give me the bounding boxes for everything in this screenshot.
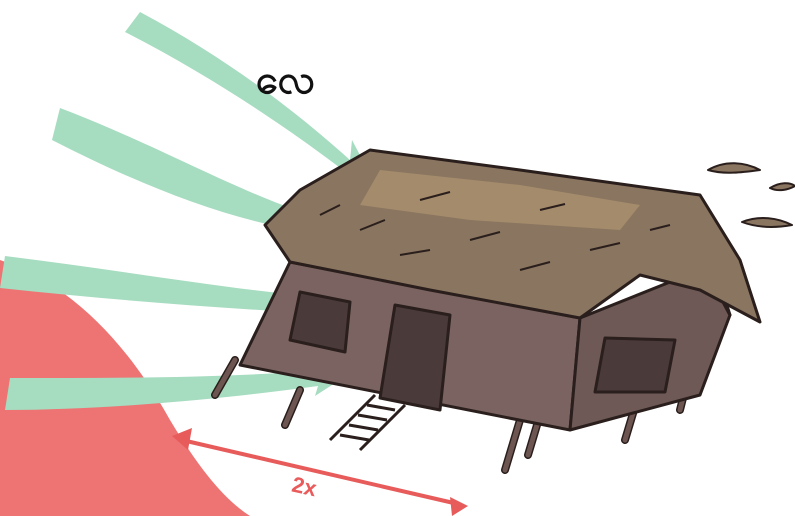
- house-window-right: [595, 338, 675, 392]
- flying-thatch: [770, 183, 795, 190]
- house-window-left: [290, 292, 350, 352]
- wind-word-label: လေ: [256, 54, 316, 113]
- flying-thatch: [708, 163, 760, 173]
- flying-thatch: [742, 218, 792, 227]
- house-ladder: [330, 395, 405, 450]
- stilt-house-illustration: [215, 150, 795, 470]
